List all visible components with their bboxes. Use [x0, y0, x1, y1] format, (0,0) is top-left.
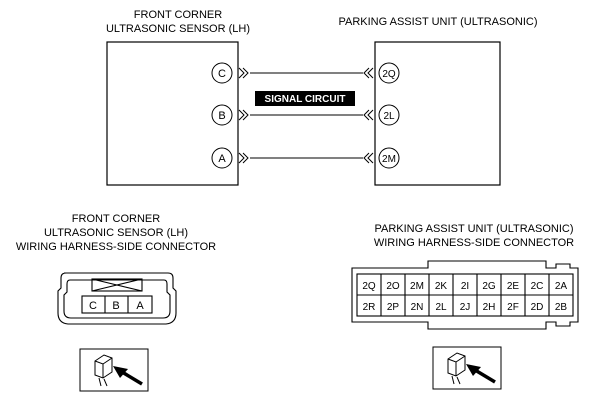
unit-connector-pin: 2N: [411, 302, 424, 313]
unit-connector-pin: 2P: [387, 302, 400, 313]
unit-connector-pin: 2D: [531, 302, 544, 313]
unit-connector-pin: 2Q: [362, 281, 376, 292]
unit-connector-pin: 2C: [531, 281, 544, 292]
unit-pin-2m: 2M: [378, 147, 400, 169]
sensor-title-line2: ULTRASONIC SENSOR (LH): [106, 23, 250, 35]
unit-pin-label: 2Q: [382, 69, 396, 80]
unit-connector-pin: 2I: [461, 281, 469, 292]
unit-connector-pin: 2E: [507, 281, 520, 292]
signal-circuit-label-bg: [255, 91, 355, 106]
harness-view-icon: [432, 346, 502, 390]
unit-connector-title-line1: PARKING ASSIST UNIT (ULTRASONIC): [374, 223, 573, 235]
sensor-pin-label: A: [218, 153, 226, 165]
sensor-pin-a: A: [211, 147, 233, 169]
unit-connector-pin: 2O: [386, 281, 400, 292]
sensor-pin-c: C: [211, 62, 233, 84]
unit-pin-label: 2M: [382, 154, 396, 165]
unit-connector-pin: 2G: [482, 281, 496, 292]
sensor-connector-pin: A: [136, 300, 144, 312]
unit-pin-label: 2L: [383, 111, 395, 122]
unit-connector-pin: 2J: [460, 302, 471, 313]
unit-connector-pin: 2L: [435, 302, 447, 313]
unit-connector-pin: 2A: [555, 281, 568, 292]
sensor-connector-title-line2: ULTRASONIC SENSOR (LH): [44, 227, 188, 239]
sensor-connector-title-line1: FRONT CORNER: [72, 213, 160, 225]
harness-view-icon: [79, 348, 149, 392]
sensor-connector-pin: C: [89, 300, 97, 312]
sensor-title-line1: FRONT CORNER: [134, 9, 222, 21]
sensor-pin-label: C: [218, 68, 226, 80]
unit-connector: [351, 260, 579, 330]
wire-c-2q: [238, 67, 374, 79]
signal-circuit-label: SIGNAL CIRCUIT: [265, 94, 346, 105]
unit-connector-pin: 2R: [363, 302, 376, 313]
unit-connector-pin: 2M: [410, 281, 424, 292]
sensor-pin-label: B: [218, 110, 225, 122]
wire-b-2l: [238, 109, 374, 121]
unit-connector-title-line2: WIRING HARNESS-SIDE CONNECTOR: [374, 237, 574, 249]
unit-pin-2q: 2Q: [378, 62, 400, 84]
unit-title: PARKING ASSIST UNIT (ULTRASONIC): [338, 16, 537, 28]
sensor-connector: [57, 272, 177, 325]
sensor-pin-b: B: [211, 104, 233, 126]
unit-connector-pin: 2K: [435, 281, 448, 292]
unit-connector-pin: 2F: [507, 302, 519, 313]
unit-box: [374, 41, 501, 186]
sensor-box: [106, 41, 239, 186]
sensor-connector-pin: B: [112, 300, 119, 312]
unit-connector-pin: 2H: [483, 302, 496, 313]
unit-connector-pin: 2B: [555, 302, 568, 313]
unit-pin-2l: 2L: [378, 104, 400, 126]
sensor-connector-title-line3: WIRING HARNESS-SIDE CONNECTOR: [16, 241, 216, 253]
wire-a-2m: [238, 152, 374, 164]
